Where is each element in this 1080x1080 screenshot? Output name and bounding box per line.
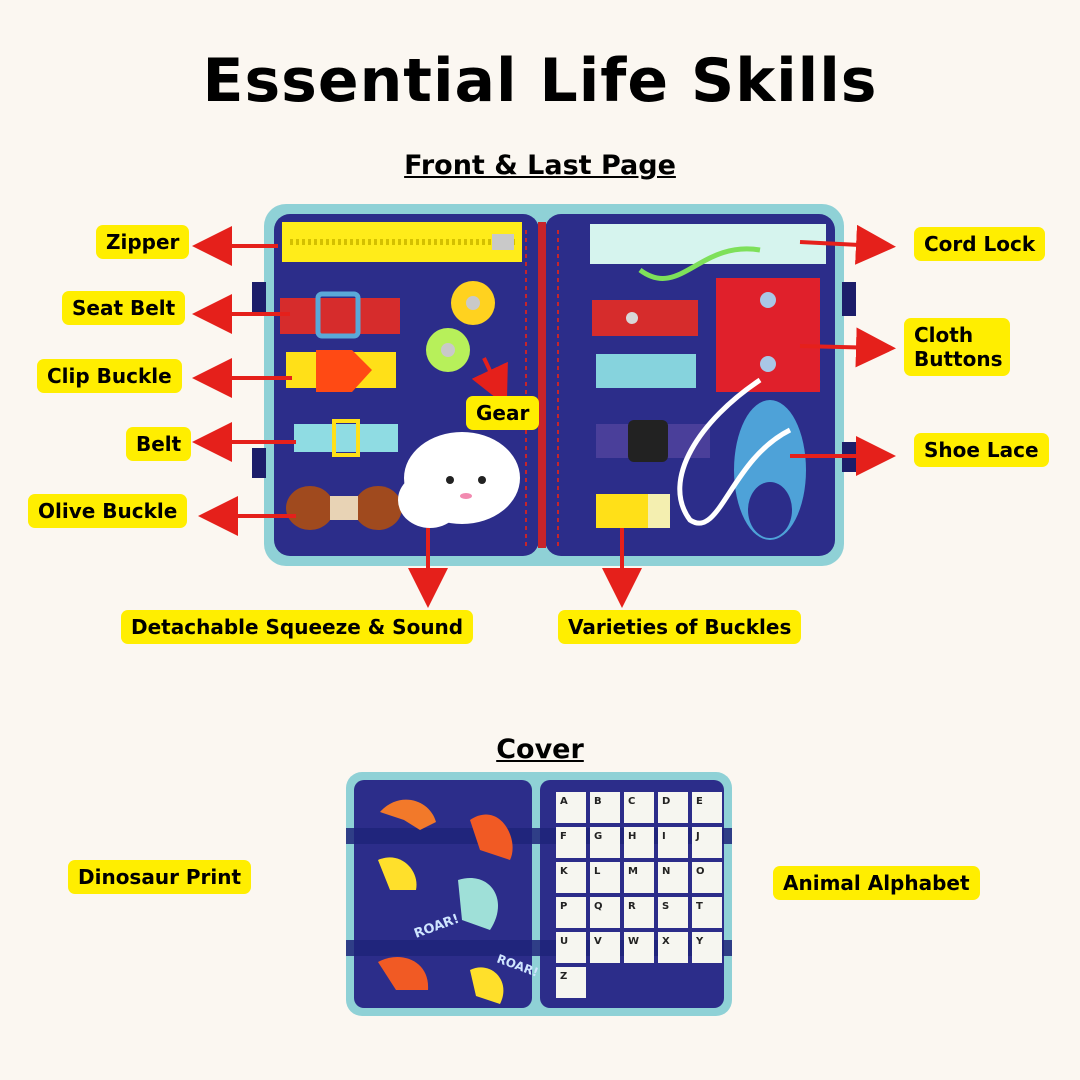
label-belt: Belt bbox=[126, 427, 192, 461]
alphabet-card bbox=[658, 932, 688, 963]
cover-heading: Cover bbox=[496, 734, 584, 765]
label-zipper: Zipper bbox=[96, 225, 190, 259]
label-dinosaur-print: Dinosaur Print bbox=[68, 860, 252, 894]
alphabet-card bbox=[624, 792, 654, 823]
alphabet-letter: S bbox=[662, 901, 669, 912]
label-buckles: Varieties of Buckles bbox=[558, 610, 802, 644]
alphabet-letter: K bbox=[560, 866, 569, 877]
alphabet-card bbox=[692, 932, 722, 963]
alphabet-card bbox=[590, 827, 620, 858]
front-heading: Front & Last Page bbox=[404, 150, 676, 181]
alphabet-card bbox=[556, 827, 586, 858]
dino-3 bbox=[378, 857, 417, 890]
label-animal-alphabet: Animal Alphabet bbox=[773, 866, 980, 900]
alphabet-letter: H bbox=[628, 831, 636, 842]
alphabet-letter: W bbox=[628, 936, 639, 947]
label-squeeze: Detachable Squeeze & Sound bbox=[121, 610, 474, 644]
alphabet-letter: Q bbox=[594, 901, 603, 912]
alphabet-card bbox=[692, 827, 722, 858]
alphabet-card bbox=[692, 897, 722, 928]
zipper-strip bbox=[282, 222, 522, 262]
dino-4 bbox=[458, 878, 499, 930]
label-olive-buckle: Olive Buckle bbox=[28, 494, 188, 528]
callout-arrows bbox=[192, 224, 896, 608]
seat-belt-strap bbox=[280, 298, 400, 334]
alphabet-letter: B bbox=[594, 796, 602, 807]
alphabet-letter: G bbox=[594, 831, 602, 842]
dino-1 bbox=[380, 799, 436, 830]
alphabet-card bbox=[556, 862, 586, 893]
alphabet-card bbox=[556, 967, 586, 998]
arrow-cloth-buttons bbox=[799, 327, 896, 368]
alphabet-card bbox=[692, 792, 722, 823]
alphabet-card bbox=[590, 932, 620, 963]
dino-2 bbox=[470, 814, 513, 860]
alphabet-letter: O bbox=[696, 866, 705, 877]
dinosaur-print-panel bbox=[354, 780, 532, 1008]
label-shoe-lace: Shoe Lace bbox=[914, 433, 1049, 467]
label-cord-lock: Cord Lock bbox=[914, 227, 1046, 261]
alphabet-card bbox=[590, 862, 620, 893]
alphabet-card bbox=[624, 897, 654, 928]
alphabet-card bbox=[556, 792, 586, 823]
alphabet-letter: N bbox=[662, 866, 670, 877]
alphabet-letter: F bbox=[560, 831, 567, 842]
alphabet-letter: T bbox=[696, 901, 703, 912]
alphabet-letter: E bbox=[696, 796, 703, 807]
front-board bbox=[252, 204, 856, 566]
alphabet-letter: J bbox=[695, 831, 700, 842]
arrow-gear bbox=[471, 357, 508, 407]
alphabet-letter: Y bbox=[695, 936, 704, 947]
alphabet-letter: Z bbox=[560, 971, 567, 982]
alphabet-card bbox=[590, 897, 620, 928]
alphabet-letter: U bbox=[560, 936, 568, 947]
label-seat-belt: Seat Belt bbox=[62, 291, 186, 325]
clip-buckle-shape bbox=[316, 350, 372, 392]
alphabet-grid: A B C D E F G H I J K L M N O P Q R S T U V W X Y Z bbox=[556, 792, 722, 998]
dino-6 bbox=[470, 967, 504, 1004]
alphabet-card bbox=[658, 862, 688, 893]
alphabet-card bbox=[692, 862, 722, 893]
label-cloth-buttons: Cloth Buttons bbox=[904, 318, 1010, 376]
alphabet-letter: C bbox=[628, 796, 635, 807]
label-gear: Gear bbox=[466, 396, 540, 430]
alphabet-card bbox=[624, 932, 654, 963]
alphabet-card bbox=[624, 827, 654, 858]
alphabet-letter: L bbox=[594, 866, 601, 877]
dino-5 bbox=[378, 957, 429, 990]
alphabet-letter: A bbox=[560, 796, 568, 807]
alphabet-letter: I bbox=[662, 831, 666, 842]
alphabet-card bbox=[658, 827, 688, 858]
alphabet-letter: V bbox=[594, 936, 602, 947]
alphabet-letter: M bbox=[628, 866, 638, 877]
arrow-cord-lock bbox=[799, 224, 896, 265]
alphabet-letter: P bbox=[560, 901, 567, 912]
alphabet-card bbox=[556, 932, 586, 963]
page-title: Essential Life Skills bbox=[202, 46, 878, 116]
alphabet-card bbox=[658, 897, 688, 928]
alphabet-letter: D bbox=[662, 796, 670, 807]
alphabet-card bbox=[658, 792, 688, 823]
alphabet-card bbox=[556, 897, 586, 928]
alphabet-card bbox=[624, 862, 654, 893]
label-clip-buckle: Clip Buckle bbox=[37, 359, 182, 393]
alphabet-letter: R bbox=[628, 901, 636, 912]
alphabet-card bbox=[590, 792, 620, 823]
alphabet-letter: X bbox=[662, 936, 670, 947]
